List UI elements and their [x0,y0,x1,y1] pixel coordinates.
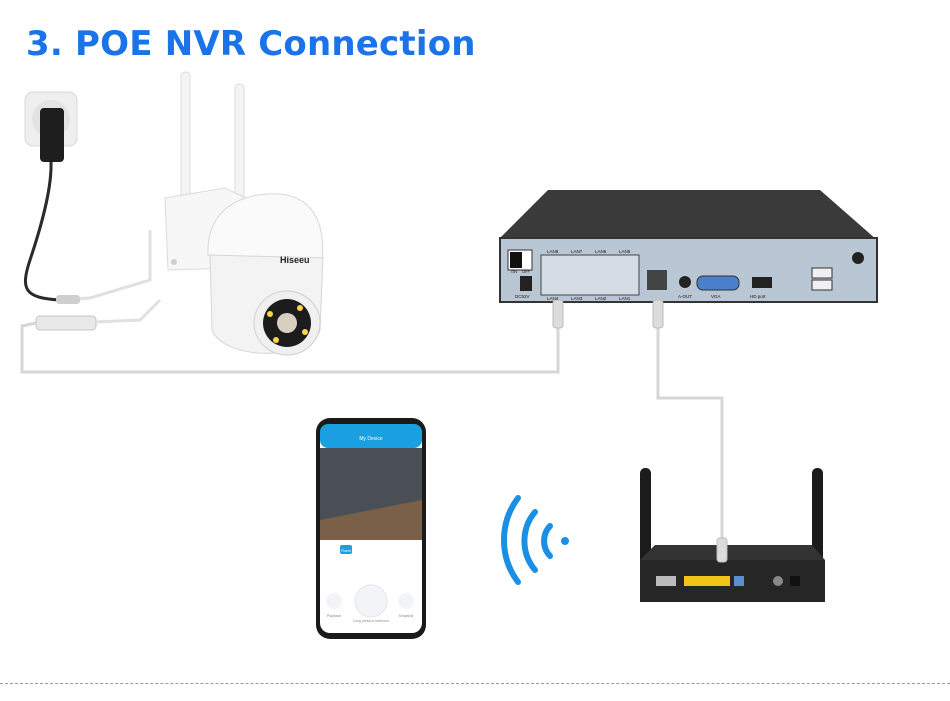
power-adapter [40,108,64,162]
quality-button[interactable]: Fluent [341,549,351,553]
dc-power-port [520,276,532,291]
wan-port [647,270,667,290]
switch-off-label: OFF [522,269,531,274]
power-outlet [24,91,78,302]
a-out-label: A-OUT [678,294,692,299]
lan-port-label: LAN6 [595,249,607,254]
switch-on-label: ON [511,269,517,274]
intercom-button[interactable] [354,584,388,618]
wifi-router [640,468,825,602]
lan-port-label: LAN3 [571,296,583,301]
ethernet-cable-camera [20,321,560,374]
lan-ports [684,576,730,586]
snapshot-button[interactable] [398,593,414,609]
rj45-plug [552,299,564,329]
rj45-plug [716,537,728,563]
usb-port [811,267,833,279]
page-title: 3. POE NVR Connection [26,24,476,64]
camera-brand-logo: Hiseeu [280,255,310,265]
dc-power-label: DC52V [515,294,530,299]
usb-port [811,279,833,291]
lan-port-label: LAN7 [571,249,583,254]
snapshot-label: Snapshot [399,614,414,618]
antenna [640,468,651,578]
a-out-port [679,276,691,288]
vga-port [696,275,740,291]
vga-label: VGA [711,294,721,299]
poe-nvr [499,190,878,303]
playback-button[interactable] [326,593,342,609]
lan-port-label: LAN1 [619,296,631,301]
ground-terminal [852,252,864,264]
smartphone [316,418,426,639]
lan-port-label: LAN8 [547,249,559,254]
lan-port-label: LAN4 [547,296,559,301]
ethernet-cable-router [656,300,724,540]
hdmi-port [752,277,772,288]
lan-port-label: LAN5 [619,249,631,254]
camera-cables [20,230,560,374]
playback-label: Playback [327,614,341,618]
wifi-icon [501,495,569,585]
hdmi-label: HD port [750,294,766,299]
app-title: My Device [359,436,383,442]
intercom-label: Long press to intercom [353,619,389,623]
divider [0,683,950,684]
rj45-plug [652,299,664,329]
lan-port-label: LAN2 [595,296,607,301]
ptz-camera [164,71,324,356]
